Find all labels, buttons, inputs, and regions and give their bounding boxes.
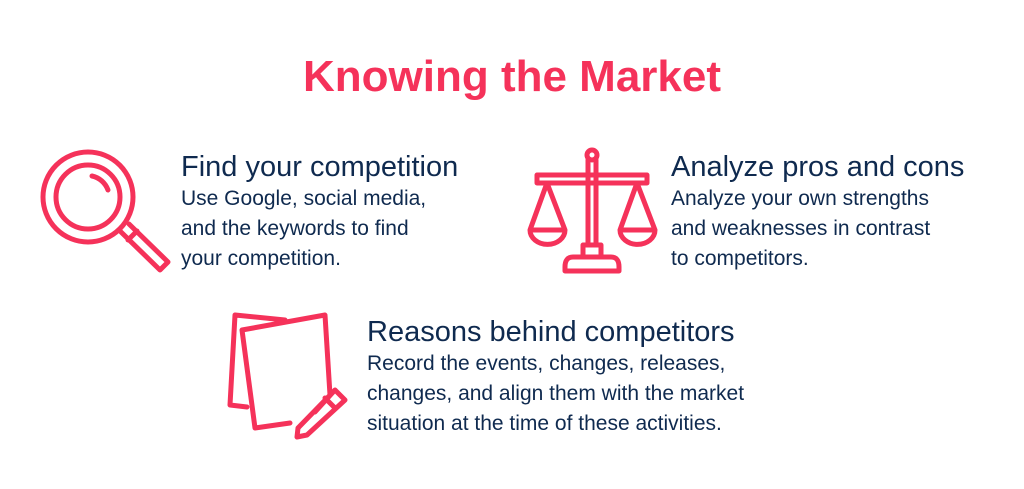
item-heading: Find your competition — [181, 151, 459, 183]
item-heading: Analyze pros and cons — [671, 151, 965, 183]
item-reasons-behind-competitors: Reasons behind competitors Record the ev… — [367, 315, 744, 439]
item-line: to competitors. — [671, 247, 809, 270]
item-line: and the keywords to find — [181, 217, 409, 240]
page-title: Knowing the Market — [302, 52, 722, 101]
item-line: Use Google, social media, — [181, 187, 427, 210]
item-find-competition: Find your competition Use Google, social… — [181, 150, 458, 274]
item-line: and weaknesses in contrast — [671, 217, 931, 240]
item-line: situation at the time of these activitie… — [367, 412, 722, 435]
item-heading: Reasons behind competitors — [367, 316, 735, 348]
item-line: your competition. — [181, 247, 341, 270]
scales-icon — [527, 147, 658, 274]
item-line: Analyze your own strengths — [671, 187, 929, 210]
item-line: changes, and align them with the market — [367, 382, 745, 405]
item-analyze-pros-cons: Analyze pros and cons Analyze your own s… — [671, 150, 964, 274]
notes-pencil-icon — [227, 312, 348, 440]
item-line: Record the events, changes, releases, — [367, 352, 726, 375]
magnifier-icon — [40, 149, 171, 273]
